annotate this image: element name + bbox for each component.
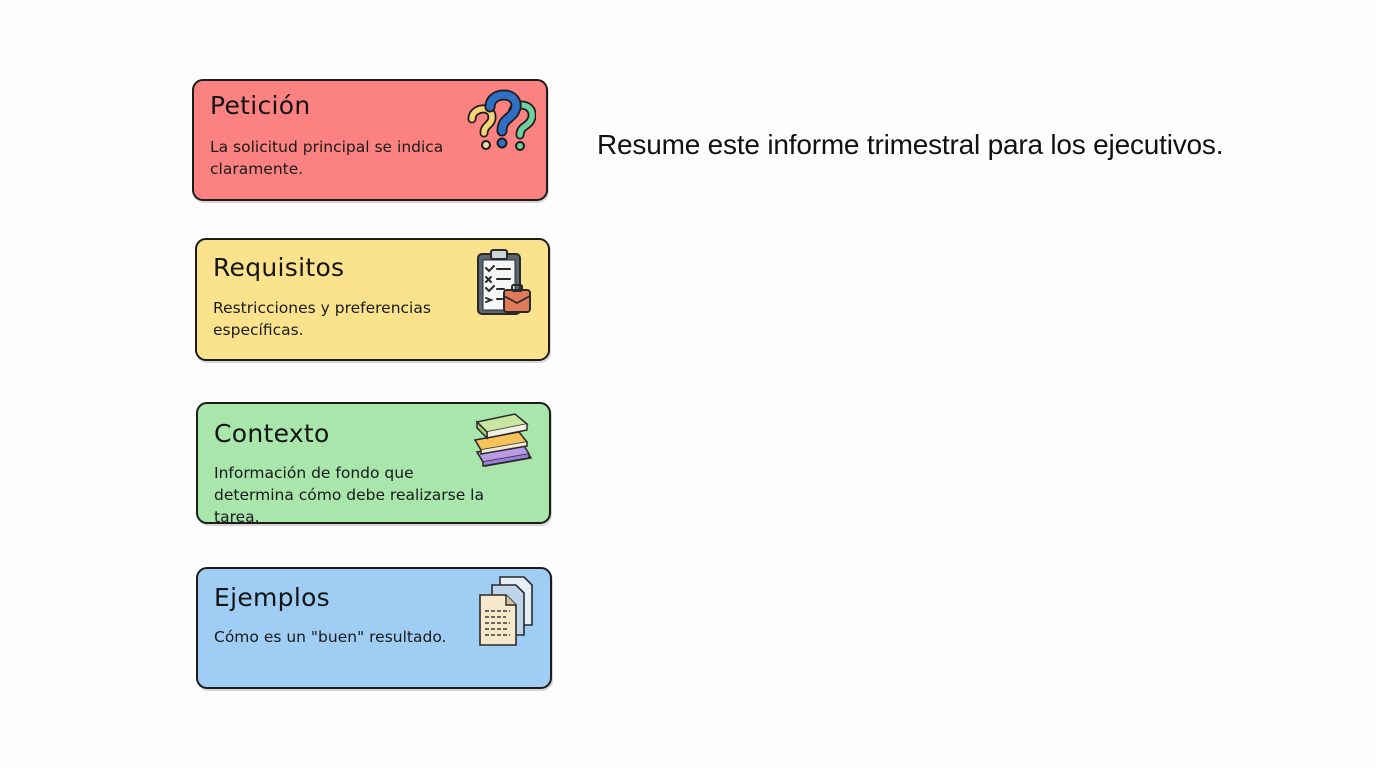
card-title: Ejemplos xyxy=(214,583,331,612)
card-contexto: Contexto Información de fondo que determ… xyxy=(196,402,551,526)
card-ejemplos: Ejemplos Cómo es un "buen" resultado. xyxy=(196,567,552,689)
card-description: Información de fondo que determina cómo … xyxy=(214,464,484,526)
card-title: Requisitos xyxy=(213,253,345,282)
question-marks-icon xyxy=(462,89,537,155)
card-requisitos: Requisitos Restricciones y preferencias … xyxy=(195,238,550,361)
card-peticion: Petición La solicitud principal se indic… xyxy=(192,79,548,201)
documents-icon xyxy=(466,573,540,646)
clipboard-checklist-icon xyxy=(464,248,538,315)
card-description: Restricciones y preferencias específicas… xyxy=(213,299,431,339)
stacked-books-icon xyxy=(465,408,539,474)
example-prompt-text: Resume este informe trimestral para los … xyxy=(597,129,1224,160)
card-title: Contexto xyxy=(214,419,330,448)
card-title: Petición xyxy=(210,91,311,120)
card-description: Cómo es un "buen" resultado. xyxy=(214,628,447,646)
card-description: La solicitud principal se indica clarame… xyxy=(210,138,444,178)
